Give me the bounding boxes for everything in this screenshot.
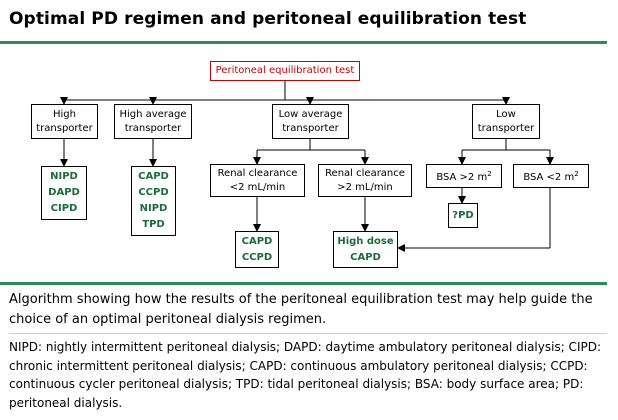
regimen-label: TPD	[142, 219, 165, 230]
node-label: Renal clearance <2 mL/min	[217, 167, 298, 193]
flowchart-connectors	[60, 81, 554, 252]
node-renal-clearance-low: Renal clearance <2 mL/min	[210, 164, 305, 197]
node-label: Peritoneal equilibration test	[215, 65, 355, 76]
regimen-label: CCPD	[241, 251, 273, 263]
node-label: High average transporter	[119, 108, 187, 134]
regimen-label: NIPD	[139, 203, 168, 214]
figure-caption: Algorithm showing how the results of the…	[9, 292, 593, 327]
regimen-label: CAPD	[350, 251, 381, 263]
node-label: Low average transporter	[278, 108, 343, 134]
node-high-dose-capd: High dose CAPD	[333, 231, 398, 268]
node-low-average-transporter: Low average transporter	[272, 104, 349, 139]
node-high-transporter: High transporter	[31, 104, 98, 139]
abbreviations-divider	[9, 333, 607, 334]
node-label: Low transporter	[477, 108, 535, 134]
abbreviations-note: NIPD: nightly intermittent peritoneal di…	[9, 340, 601, 410]
node-bsa-less: BSA <2 m2	[513, 164, 589, 188]
regimen-label: CCPD	[138, 187, 169, 198]
node-high-average-regimens: CAPD CCPD NIPD TPD	[131, 166, 176, 236]
node-high-regimens: NIPD DAPD CIPD	[41, 166, 87, 220]
node-label: BSA <2 m2	[523, 170, 579, 183]
regimen-label: DAPD	[48, 187, 80, 198]
node-label: BSA >2 m2	[436, 170, 492, 183]
regimen-label: CAPD	[241, 235, 273, 247]
node-low-transporter: Low transporter	[472, 104, 540, 139]
node-peritoneal-equilibration-test: Peritoneal equilibration test	[210, 61, 360, 81]
caption-divider	[0, 282, 607, 285]
figure-title: Optimal PD regimen and peritoneal equili…	[9, 9, 527, 29]
regimen-label: ?PD	[452, 209, 474, 221]
node-label: High transporter	[36, 108, 93, 134]
node-renal-low-regimens: CAPD CCPD	[235, 231, 279, 268]
regimen-label: CIPD	[50, 203, 78, 214]
node-unknown-pd: ?PD	[448, 203, 478, 228]
regimen-label: CAPD	[138, 171, 169, 182]
node-high-average-transporter: High average transporter	[114, 104, 192, 139]
regimen-label: High dose	[337, 235, 394, 247]
node-renal-clearance-high: Renal clearance >2 mL/min	[318, 164, 412, 197]
title-divider	[0, 41, 607, 44]
node-bsa-greater: BSA >2 m2	[426, 164, 502, 188]
regimen-label: NIPD	[50, 171, 78, 182]
node-label: Renal clearance >2 mL/min	[325, 167, 405, 193]
